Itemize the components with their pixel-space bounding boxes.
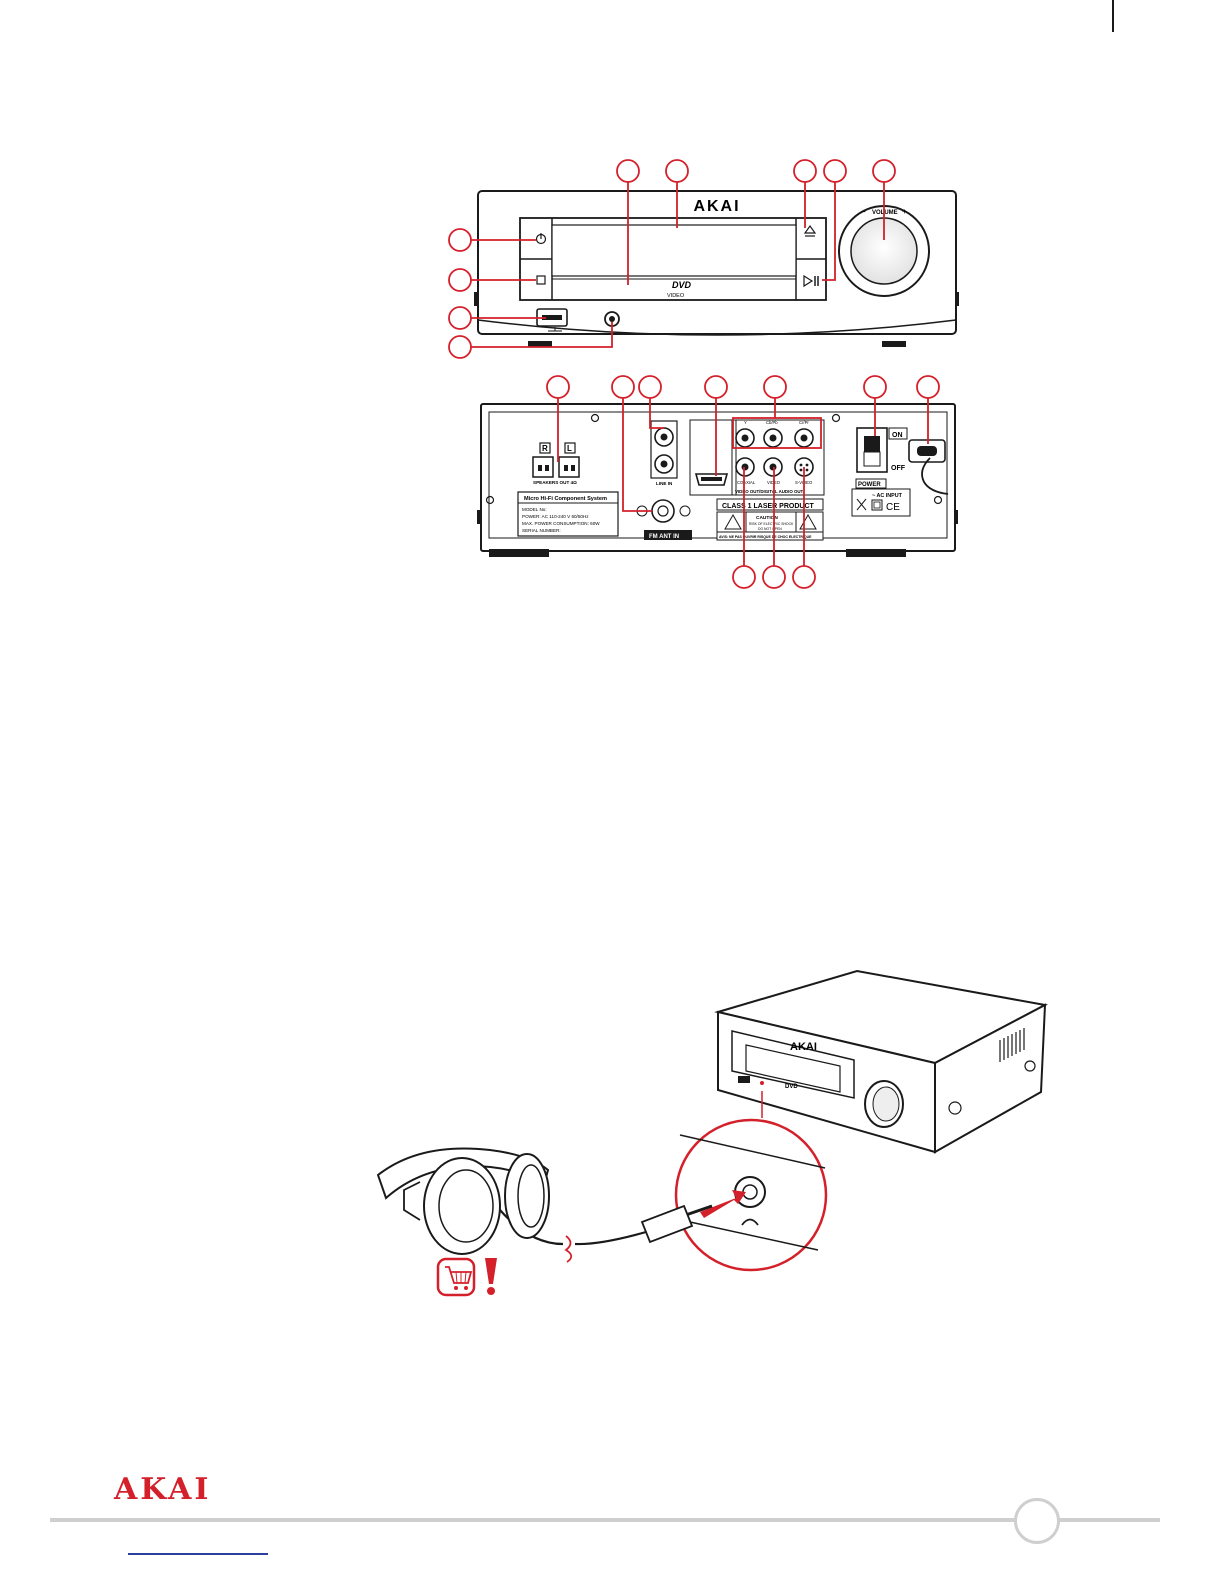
warning-exclamation-icon <box>485 1258 497 1295</box>
headphone-symbol-icon <box>741 1218 759 1226</box>
rear-panel: R L SPEAKERS OUT 4Ω Micro Hi-Fi Componen… <box>477 403 958 557</box>
av-label-cb: Cb/Pb <box>766 420 778 425</box>
stop-button[interactable] <box>536 275 546 285</box>
disc-logo: DVD <box>672 280 692 290</box>
illustration-disc-logo: DVD <box>785 1084 798 1090</box>
line-in-label: LINE IN <box>656 481 673 486</box>
caution-line-1: RISK OF ELECTRIC SHOCK <box>749 522 794 526</box>
avis-label: AVIS: NE PAS OUVRIR RISQUE DE CHOC ELECT… <box>719 535 812 539</box>
headphone-plug <box>640 1204 694 1244</box>
power-off-label: OFF <box>891 465 906 472</box>
rating-line-3: MAX. POWER CONSUMPTION: 60W <box>522 521 600 526</box>
line-in-jack-top[interactable] <box>654 427 674 447</box>
footer-link-underline[interactable] <box>128 1553 268 1555</box>
top-margin-mark <box>1112 0 1114 32</box>
volume-plus: + <box>902 207 907 216</box>
front-panel: VOLUME – + AKAI DVD VIDEO <box>474 190 959 347</box>
ac-input-label: ~ AC INPUT <box>872 493 903 499</box>
av-label-cr: Cr/Pr <box>799 420 809 425</box>
weee-bin-icon <box>856 498 867 511</box>
rating-title: Micro Hi-Fi Component System <box>524 496 607 502</box>
component-pb-jack[interactable] <box>763 428 783 448</box>
rating-line-2: POWER: AC 110-240 V 60/50Hz <box>522 514 589 519</box>
coaxial-jack[interactable] <box>735 457 755 477</box>
display-window <box>551 224 797 277</box>
front-callouts <box>448 159 896 359</box>
ce-mark: CE <box>886 502 900 513</box>
component-y-jack[interactable] <box>735 428 755 448</box>
rating-line-1: MODEL No: <box>522 507 547 512</box>
page-number-circle <box>1014 1498 1060 1544</box>
disc-logo-sub: VIDEO <box>667 293 685 299</box>
power-on-label: ON <box>892 432 903 439</box>
play-pause-button[interactable] <box>803 274 819 288</box>
headphone-jack[interactable] <box>604 311 620 327</box>
eject-button[interactable] <box>803 224 817 237</box>
video-out-label: VIDEO OUT/DIGITAL AUDIO OUT <box>735 489 804 494</box>
rear-callouts <box>546 375 940 589</box>
hdmi-port[interactable] <box>694 473 729 486</box>
volume-minus: – <box>861 207 866 216</box>
power-cord <box>921 457 949 495</box>
eject-icon <box>803 224 817 234</box>
standby-button[interactable] <box>535 233 547 245</box>
fm-ant-label: FM ANT IN <box>649 534 679 540</box>
speaker-terminal-left[interactable] <box>558 456 580 478</box>
warning-triangle-icon <box>724 513 742 530</box>
av-label-coaxial: COAXIAL <box>737 480 756 485</box>
av-label-y: Y <box>744 420 747 425</box>
rating-line-4: SERIAL NUMBER: <box>522 528 561 533</box>
fm-antenna-socket[interactable] <box>651 499 675 523</box>
speaker-terminal-right[interactable] <box>532 456 554 478</box>
component-pr-jack[interactable] <box>794 428 814 448</box>
shopping-cart-icon <box>436 1257 476 1297</box>
ac-input-socket[interactable] <box>908 439 946 463</box>
rating-plate <box>517 491 619 537</box>
illustration-brand: AKAI <box>790 1041 817 1053</box>
footer-brand-logo: AKAI <box>114 1472 212 1507</box>
speaker-l-label: L <box>567 444 572 453</box>
footer-rule <box>50 1518 1160 1522</box>
double-insulation-icon <box>871 499 883 511</box>
video-jack[interactable] <box>763 457 783 477</box>
front-brand: AKAI <box>693 198 740 215</box>
speakers-out-label: SPEAKERS OUT 4Ω <box>533 480 577 485</box>
insert-arrow-icon <box>700 1190 746 1218</box>
power-label: POWER <box>858 482 881 488</box>
usb-icon <box>548 327 562 332</box>
laser-label: CLASS 1 LASER PRODUCT <box>722 503 815 510</box>
volume-knob[interactable] <box>838 205 930 297</box>
power-switch[interactable] <box>856 427 888 473</box>
line-in-jack-bottom[interactable] <box>654 454 674 474</box>
caution-line-2: DO NOT OPEN <box>758 527 782 531</box>
headphone-illustration: AKAI DVD <box>376 969 1049 1297</box>
speaker-r-label: R <box>542 444 548 453</box>
play-pause-icon <box>803 274 814 288</box>
caution-title: CAUTION <box>756 515 778 521</box>
